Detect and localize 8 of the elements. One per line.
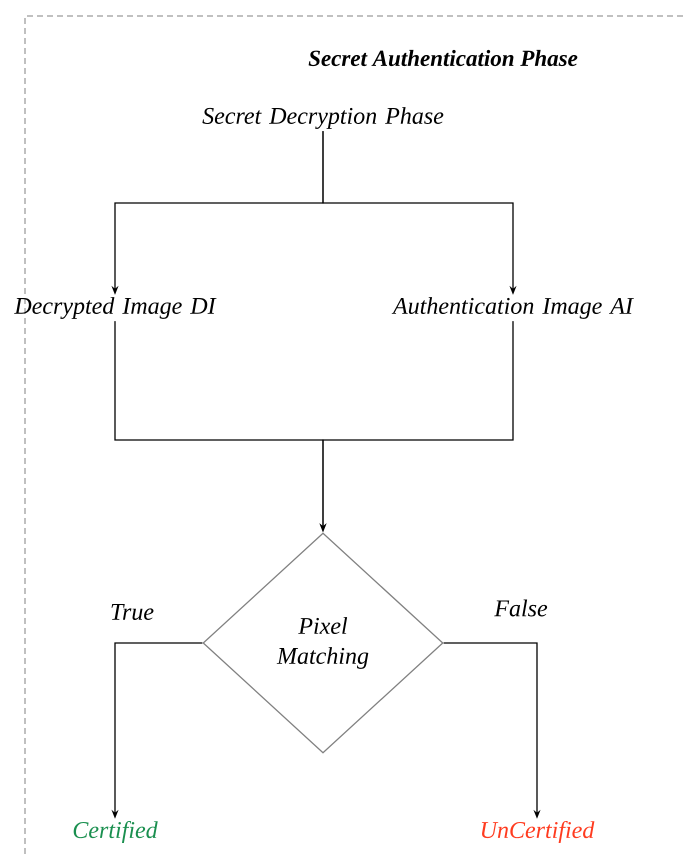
node-text: Secret Decryption Phase: [202, 107, 444, 129]
node-text: Authentication Image AI: [392, 297, 634, 319]
node-text: Decrypted Image DI: [14, 297, 217, 319]
node-text: UnCertified: [482, 821, 594, 843]
title: Secret Authentication Phase: [308, 50, 578, 66]
edge-label: False: [493, 598, 549, 618]
node-text: Certified: [74, 821, 158, 843]
edge-label: True: [109, 603, 155, 621]
